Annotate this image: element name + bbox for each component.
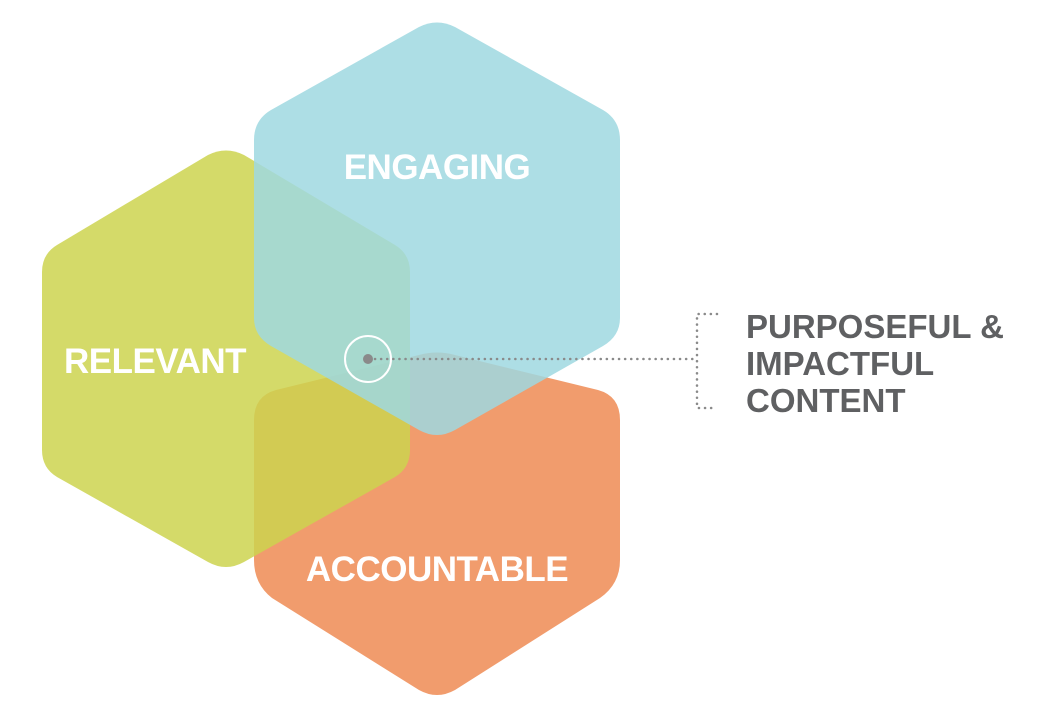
callout-bracket xyxy=(695,312,719,410)
center-dot xyxy=(363,354,373,364)
engaging-hexagon xyxy=(254,22,620,435)
callout-line-3: CONTENT xyxy=(746,382,906,419)
engaging-label: ENGAGING xyxy=(344,148,531,187)
relevant-label: RELEVANT xyxy=(64,342,246,381)
callout-line-2: IMPACTFUL xyxy=(746,345,934,382)
center-ring xyxy=(344,335,392,383)
accountable-label: ACCOUNTABLE xyxy=(306,550,568,589)
callout-line-1: PURPOSEFUL & xyxy=(746,308,1004,345)
